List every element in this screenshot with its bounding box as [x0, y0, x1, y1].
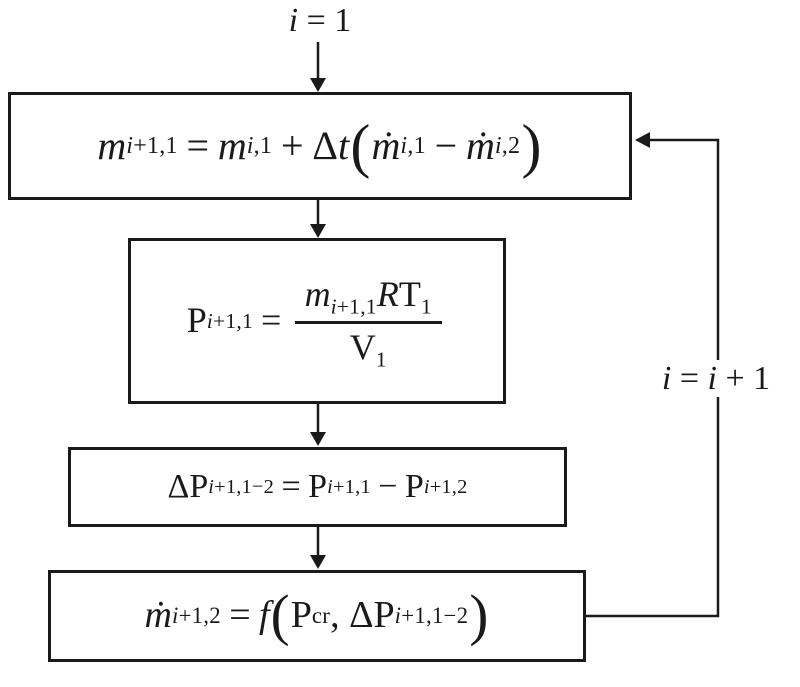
- arrow-box2-to-box3: [310, 404, 326, 446]
- arrow-box3-to-box4: [310, 527, 326, 569]
- arrow-box1-to-box2: [310, 200, 326, 238]
- loop-increment-label: i = i + 1: [634, 360, 798, 398]
- start-label: i = 1: [240, 2, 400, 40]
- arrow-start-to-box1: [310, 42, 326, 92]
